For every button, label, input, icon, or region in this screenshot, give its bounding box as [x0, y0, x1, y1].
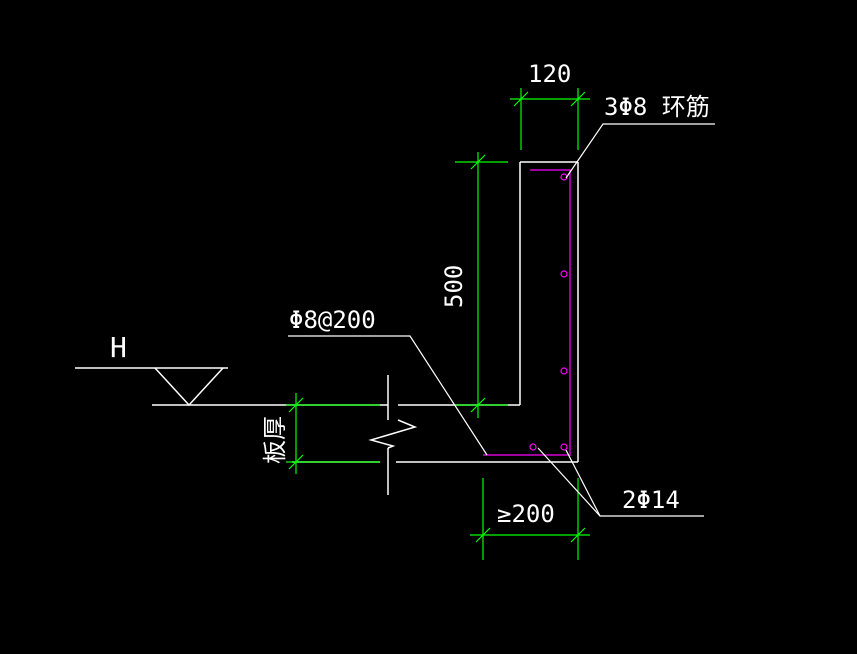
slab-thickness-label: 板厚	[261, 416, 289, 464]
elevation-label: H	[110, 331, 127, 364]
bottom-bars-label: 2Φ14	[622, 486, 680, 514]
beam-outline	[519, 161, 579, 462]
ring-bar-2	[560, 270, 568, 278]
slab-outline	[152, 375, 578, 495]
rebar-cage	[483, 169, 571, 456]
ring-bar-label: 3Φ8 环筋	[604, 93, 710, 121]
stirrup-label: Φ8@200	[289, 306, 376, 334]
leader-lines	[288, 123, 715, 517]
bottom-bar-2	[560, 443, 568, 451]
height-dimension-label: 500	[440, 265, 468, 308]
elevation-symbol	[75, 367, 228, 407]
bottom-bar-1	[529, 443, 537, 451]
dimension-lines	[286, 88, 590, 560]
width-dimension-label: 120	[528, 60, 571, 88]
ring-bar-3	[560, 367, 568, 375]
bottom-dimension-label: ≥200	[497, 500, 555, 528]
